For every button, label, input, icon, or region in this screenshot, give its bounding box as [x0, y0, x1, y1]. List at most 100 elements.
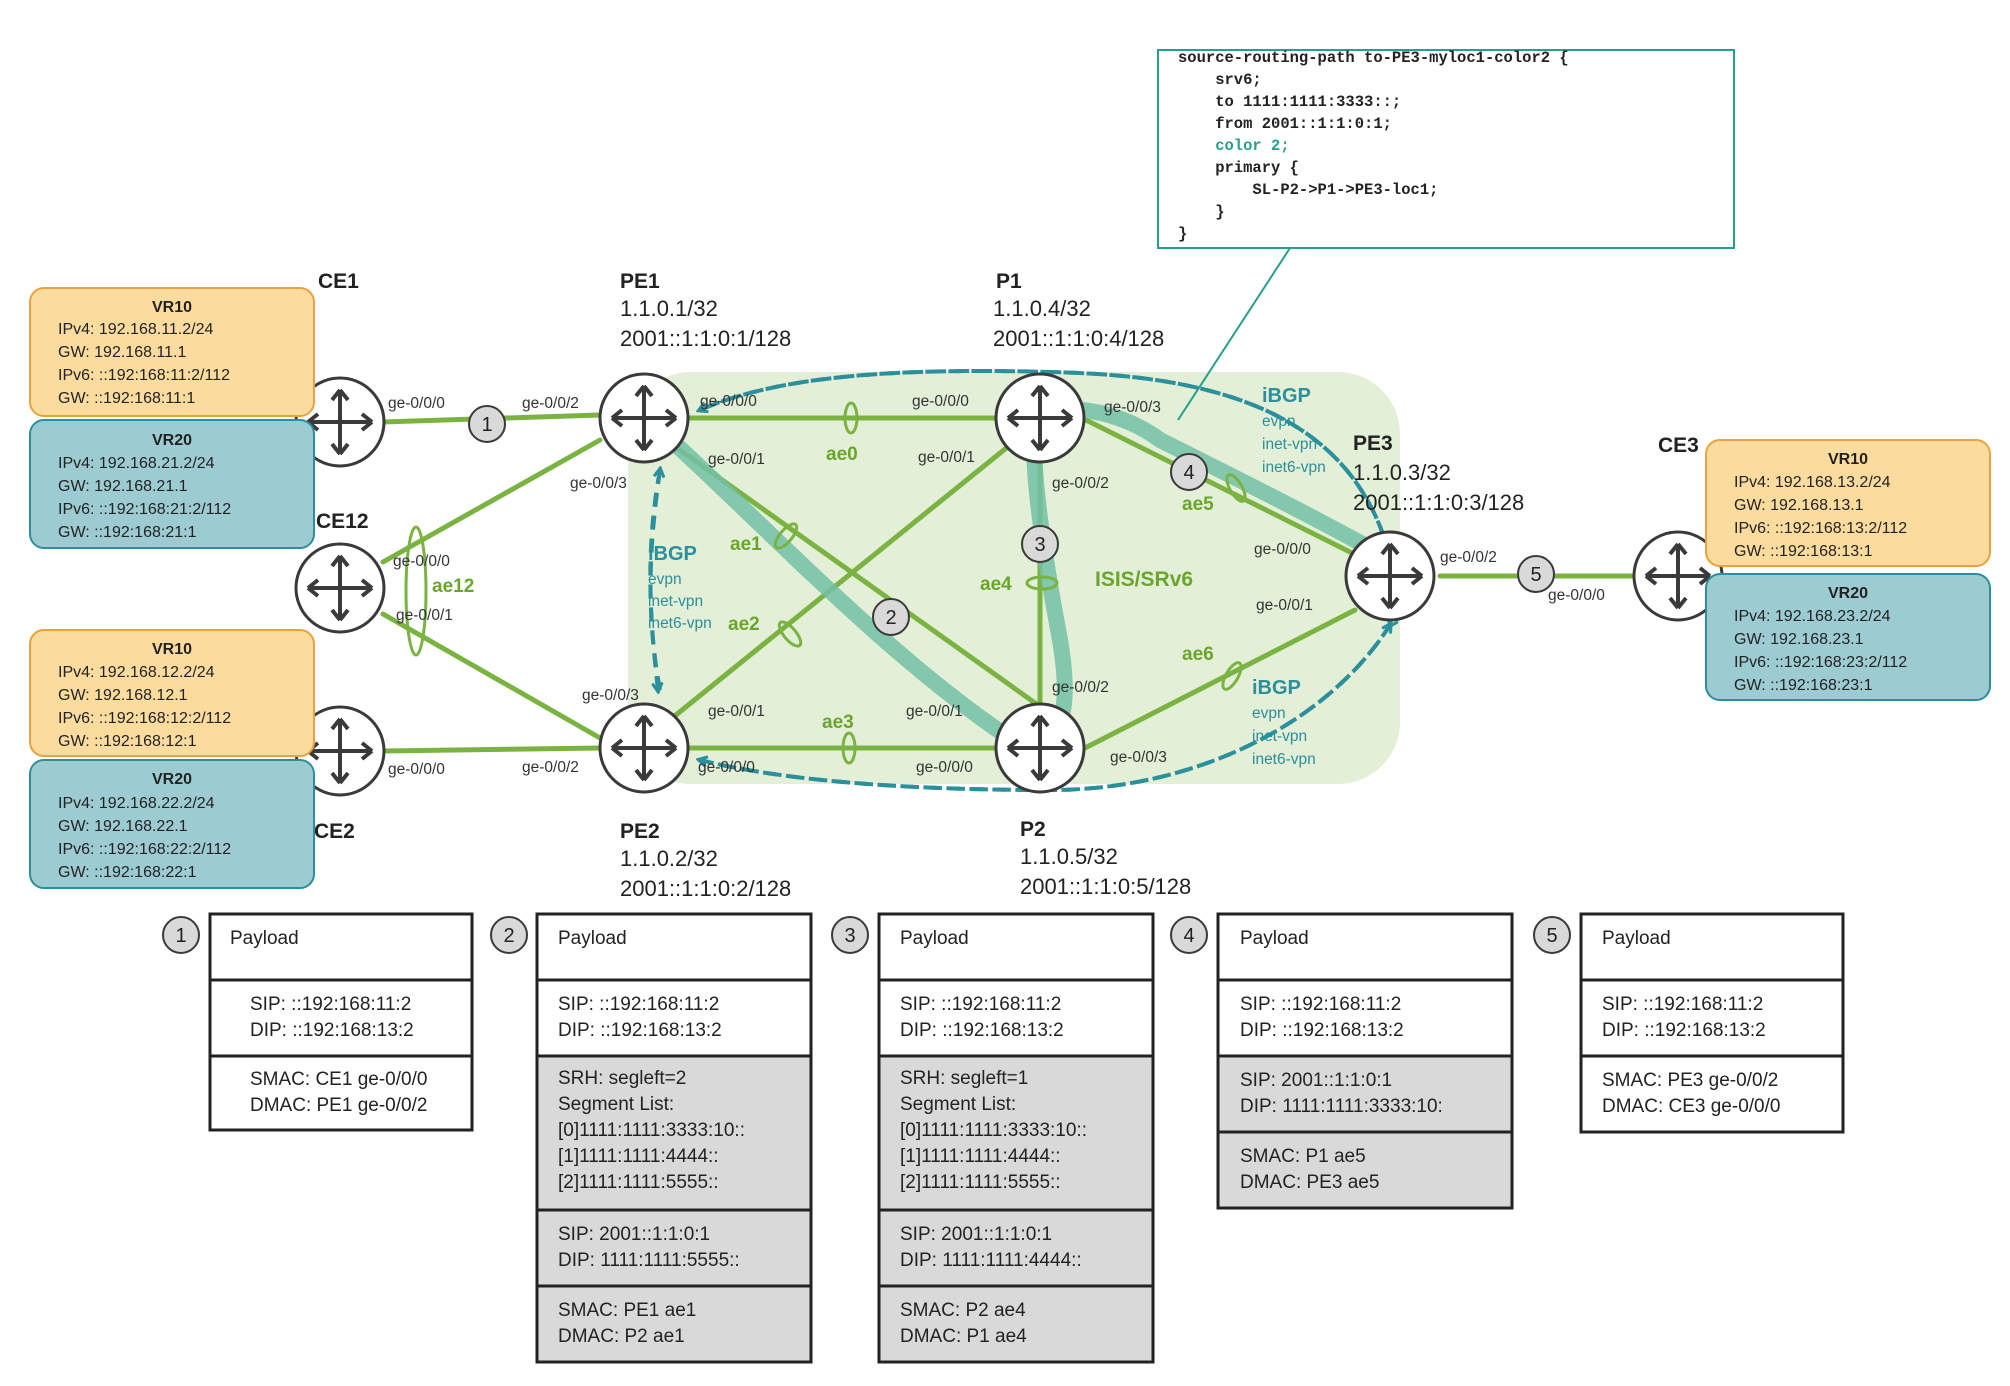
code-line-7: SL-P2->P1->PE3-loc1; [1178, 181, 1438, 199]
port-pe1-ge002: ge-0/0/2 [522, 395, 579, 412]
ae5-label: ae5 [1182, 494, 1214, 515]
path-marker-4-number: 4 [1183, 462, 1194, 484]
p1-router-icon[interactable] [994, 372, 1086, 464]
path-marker-1: 1 [468, 405, 506, 443]
packet-outer-sip: SIP: 2001::1:1:0:1 [558, 1224, 710, 1245]
packet-dip: DIP: ::192:168:13:2 [250, 1020, 414, 1041]
pe1-router-icon[interactable] [598, 372, 690, 464]
packet-sip: SIP: ::192:168:11:2 [558, 994, 719, 1015]
code-line-4: from 2001::1:1:0:1; [1178, 115, 1392, 133]
ce2-label: CE2 [314, 820, 355, 843]
pe2-router-icon[interactable] [598, 702, 690, 794]
vr-ipv6: IPv6: ::192:168:21:2/112 [58, 501, 231, 518]
packet-4-number: 4 [1183, 925, 1194, 947]
path-marker-2-number: 2 [885, 607, 896, 629]
vr-title: VR10 [152, 641, 192, 658]
packet-3: 3 Payload SIP: ::192:168:11:2 DIP: ::192… [831, 912, 1155, 1364]
vr-ipv6: IPv6: ::192:168:13:2/112 [1734, 520, 1907, 537]
packet-5-number: 5 [1546, 925, 1557, 947]
packet-dip: DIP: ::192:168:13:2 [1602, 1020, 1766, 1041]
ae2-label: ae2 [728, 614, 760, 635]
code-line-8: } [1178, 203, 1225, 221]
vr-gw6: GW: ::192:168:12:1 [58, 733, 197, 750]
ae1-label: ae1 [730, 534, 762, 555]
port-ce1-ge000: ge-0/0/0 [388, 395, 445, 412]
packet-payload: Payload [558, 928, 627, 949]
path-marker-2: 2 [872, 598, 910, 636]
packet-smac: SMAC: PE3 ge-0/0/2 [1602, 1070, 1778, 1091]
port-p2-ge002: ge-0/0/2 [1052, 679, 1109, 696]
pe3-label: PE3 [1353, 432, 1393, 455]
code-box: source-routing-path to-PE3-myloc1-color2… [1157, 49, 1735, 249]
vr-gw4: GW: 192.168.21.1 [58, 478, 188, 495]
ibgp-top-inet6vpn: inet6-vpn [1262, 459, 1326, 476]
vr-ipv6: IPv6: ::192:168:11:2/112 [58, 367, 230, 384]
path-marker-3: 3 [1021, 525, 1059, 563]
pe1-label: PE1 [620, 270, 660, 293]
vr-gw6: GW: ::192:168:11:1 [58, 390, 195, 407]
packet-sip: SIP: ::192:168:11:2 [1240, 994, 1401, 1015]
vr-gw6: GW: ::192:168:21:1 [58, 524, 197, 541]
pe3-ipv6: 2001::1:1:0:3/128 [1353, 490, 1524, 515]
packet-sip: SIP: ::192:168:11:2 [1602, 994, 1763, 1015]
packet-3-number: 3 [844, 925, 855, 947]
ibgp-left-title: iBGP [648, 543, 697, 565]
ce3-label: CE3 [1658, 434, 1699, 457]
port-pe1-ge001: ge-0/0/1 [708, 451, 765, 468]
vr-gw4: GW: 192.168.23.1 [1734, 631, 1864, 648]
packet-segment-0: [0]1111:1111:3333:10:: [558, 1120, 745, 1141]
packet-payload: Payload [1602, 928, 1671, 949]
code-line-3: to 1111:1111:3333::; [1178, 93, 1401, 111]
pe1-ipv6: 2001::1:1:0:1/128 [620, 326, 791, 351]
packet-dmac: DMAC: P1 ae4 [900, 1326, 1027, 1347]
vr-ipv4: IPv4: 192.168.12.2/24 [58, 664, 215, 681]
ae3-label: ae3 [822, 712, 854, 733]
packet-outer-dip: DIP: 1111:1111:5555:: [558, 1250, 740, 1271]
ae-ellipses [404, 401, 1247, 765]
path-marker-4: 4 [1170, 453, 1208, 491]
p2-loopback: 1.1.0.5/32 [1020, 844, 1118, 869]
ce12-label: CE12 [316, 510, 369, 533]
code-line-1: source-routing-path to-PE3-myloc1-color2… [1178, 49, 1569, 67]
packet-segment-1: [1]1111:1111:4444:: [558, 1146, 719, 1167]
pe2-ipv6: 2001::1:1:0:2/128 [620, 876, 791, 901]
packet-sip: SIP: ::192:168:11:2 [250, 994, 411, 1015]
port-pe2-ge003: ge-0/0/3 [582, 687, 639, 704]
vr-ipv4: IPv4: 192.168.22.2/24 [58, 795, 215, 812]
vr-box-ce2-vr10: VR10 IPv4: 192.168.12.2/24 GW: 192.168.1… [29, 629, 315, 757]
vr-box-ce2-vr20: VR20 IPv4: 192.168.22.2/24 GW: 192.168.2… [29, 759, 315, 889]
vr-gw6: GW: ::192:168:13:1 [1734, 543, 1873, 560]
ae6-label: ae6 [1182, 644, 1214, 665]
ibgp-bottom-inetvpn: inet-vpn [1252, 728, 1307, 745]
ibgp-top-inetvpn: inet-vpn [1262, 436, 1317, 453]
vr-ipv4: IPv4: 192.168.23.2/24 [1734, 608, 1891, 625]
vr-gw4: GW: 192.168.22.1 [58, 818, 188, 835]
pe3-router-icon[interactable] [1344, 530, 1436, 622]
packet-smac: SMAC: P1 ae5 [1240, 1146, 1366, 1167]
vr-ipv4: IPv4: 192.168.11.2/24 [58, 321, 213, 338]
pe1-loopback: 1.1.0.1/32 [620, 296, 718, 321]
vr-gw4: GW: 192.168.13.1 [1734, 497, 1864, 514]
port-p2-ge003: ge-0/0/3 [1110, 749, 1167, 766]
packet-outer-dip: DIP: 1111:1111:3333:10: [1240, 1096, 1443, 1117]
packet-smac: SMAC: P2 ae4 [900, 1300, 1026, 1321]
code-line-9: } [1178, 225, 1187, 243]
p1-label: P1 [996, 270, 1022, 293]
port-ce2-ge000: ge-0/0/0 [388, 761, 445, 778]
pe2-label: PE2 [620, 820, 660, 843]
vr-title: VR20 [152, 771, 192, 788]
ae4-label: ae4 [980, 574, 1012, 595]
code-line-5: color 2; [1178, 137, 1290, 155]
packet-5: 5 Payload SIP: ::192:168:11:2 DIP: ::192… [1533, 912, 1845, 1134]
p2-router-icon[interactable] [994, 702, 1086, 794]
vr-gw4: GW: 192.168.12.1 [58, 687, 188, 704]
ibgp-label-left: iBGP evpn inet-vpn inet6-vpn [648, 543, 712, 632]
packet-dip: DIP: ::192:168:13:2 [558, 1020, 722, 1041]
ce12-router-icon[interactable] [294, 542, 386, 634]
vr-ipv6: IPv6: ::192:168:12:2/112 [58, 710, 231, 727]
ibgp-label-bottom: iBGP evpn inet-vpn inet6-vpn [1252, 677, 1316, 768]
packet-sip: SIP: ::192:168:11:2 [900, 994, 1061, 1015]
p1-loopback: 1.1.0.4/32 [993, 296, 1091, 321]
